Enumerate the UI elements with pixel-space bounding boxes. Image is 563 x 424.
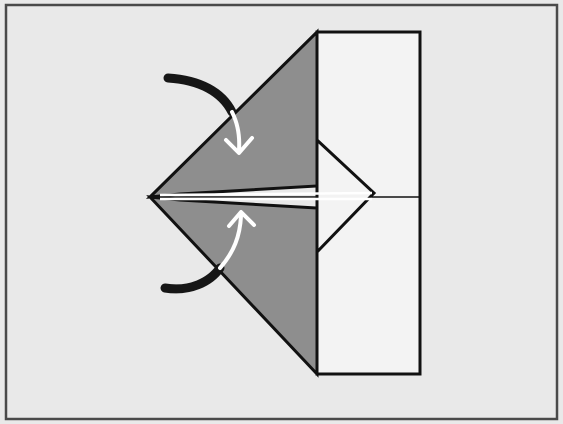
origami-fold-illustration bbox=[0, 0, 563, 424]
origami-diagram bbox=[0, 0, 563, 424]
